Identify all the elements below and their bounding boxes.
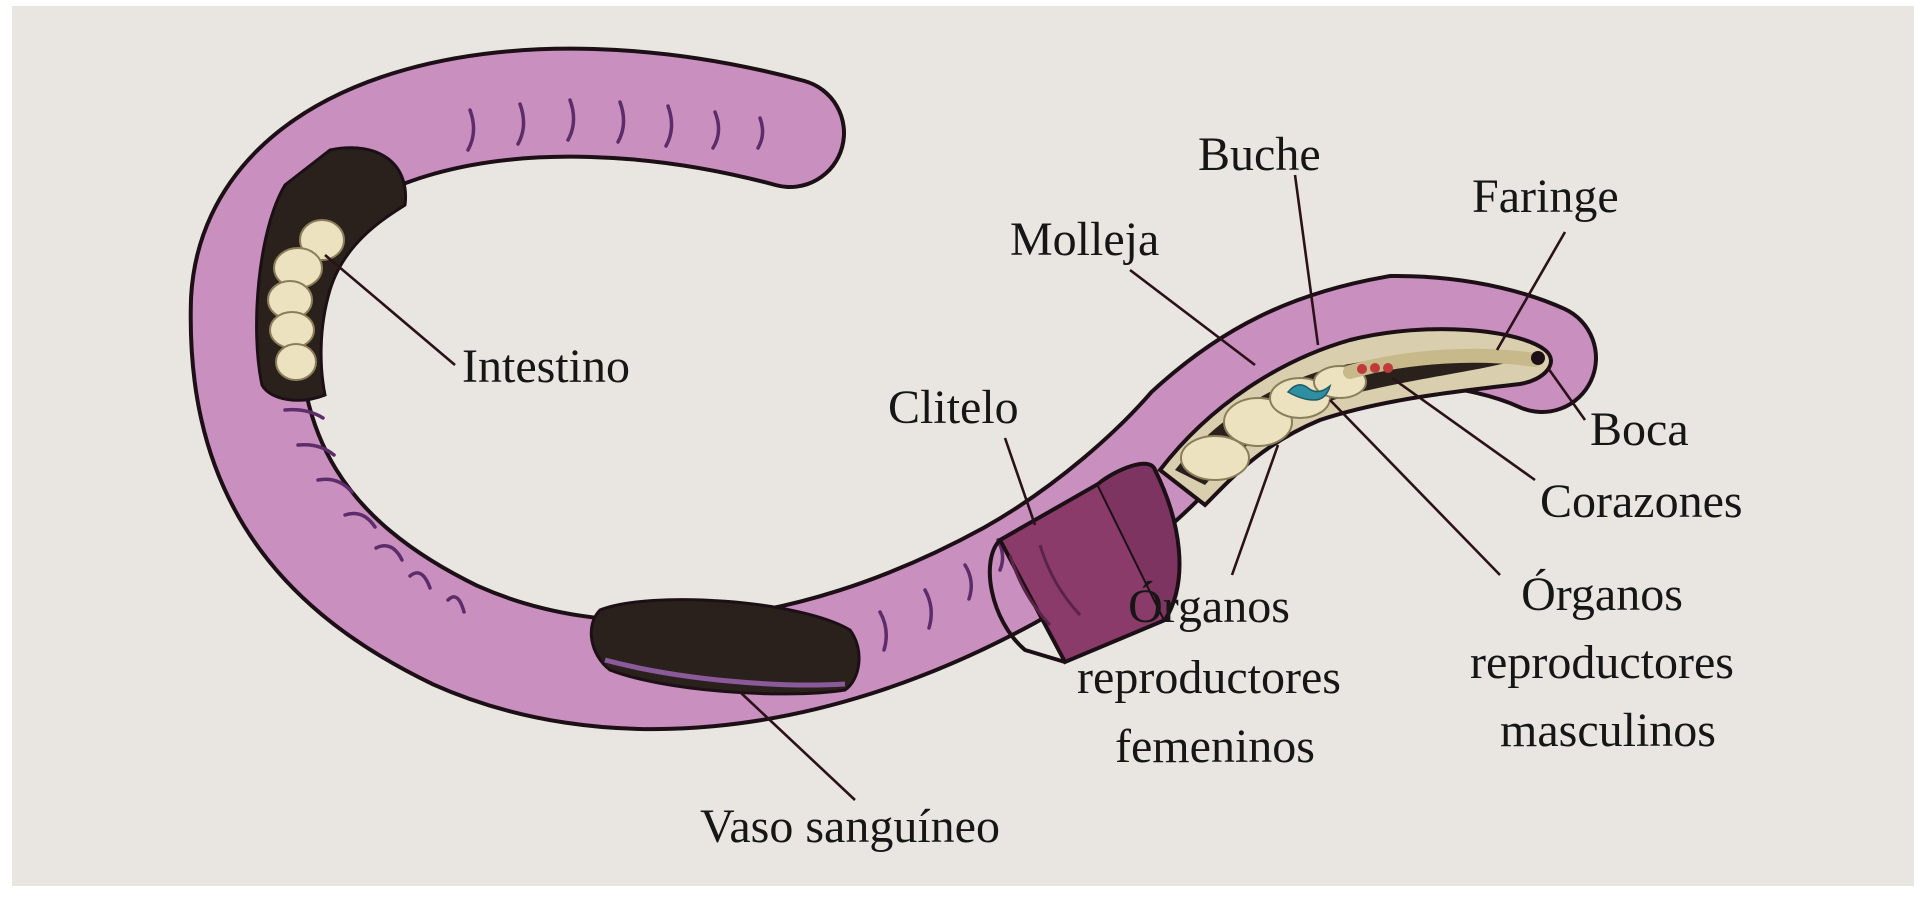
label-organos-masculinos: Órganos reproductores masculinos: [1470, 567, 1746, 757]
leader-masculinos: [1330, 400, 1500, 575]
leader-intestino: [325, 255, 455, 365]
label-intestino: Intestino: [462, 340, 630, 393]
label-clitelo: Clitelo: [888, 381, 1019, 434]
leader-molleja: [1130, 270, 1255, 365]
label-femeninos-line-2: reproductores: [1077, 651, 1341, 704]
label-corazones: Corazones: [1540, 475, 1743, 528]
label-femeninos-line-3: femeninos: [1115, 720, 1315, 773]
label-vaso-sanguineo: Vaso sanguíneo: [700, 800, 1000, 853]
label-masculinos-line-3: masculinos: [1500, 704, 1716, 757]
label-faringe: Faringe: [1472, 170, 1619, 223]
label-masculinos-line-1: Órganos: [1521, 567, 1683, 621]
label-boca: Boca: [1590, 403, 1689, 456]
label-molleja: Molleja: [1010, 213, 1159, 266]
label-buche: Buche: [1198, 128, 1321, 181]
hearts: [1357, 363, 1393, 374]
mouth: [1531, 351, 1545, 365]
label-femeninos-line-1: Órganos: [1128, 579, 1290, 633]
label-masculinos-line-2: reproductores: [1470, 636, 1734, 689]
